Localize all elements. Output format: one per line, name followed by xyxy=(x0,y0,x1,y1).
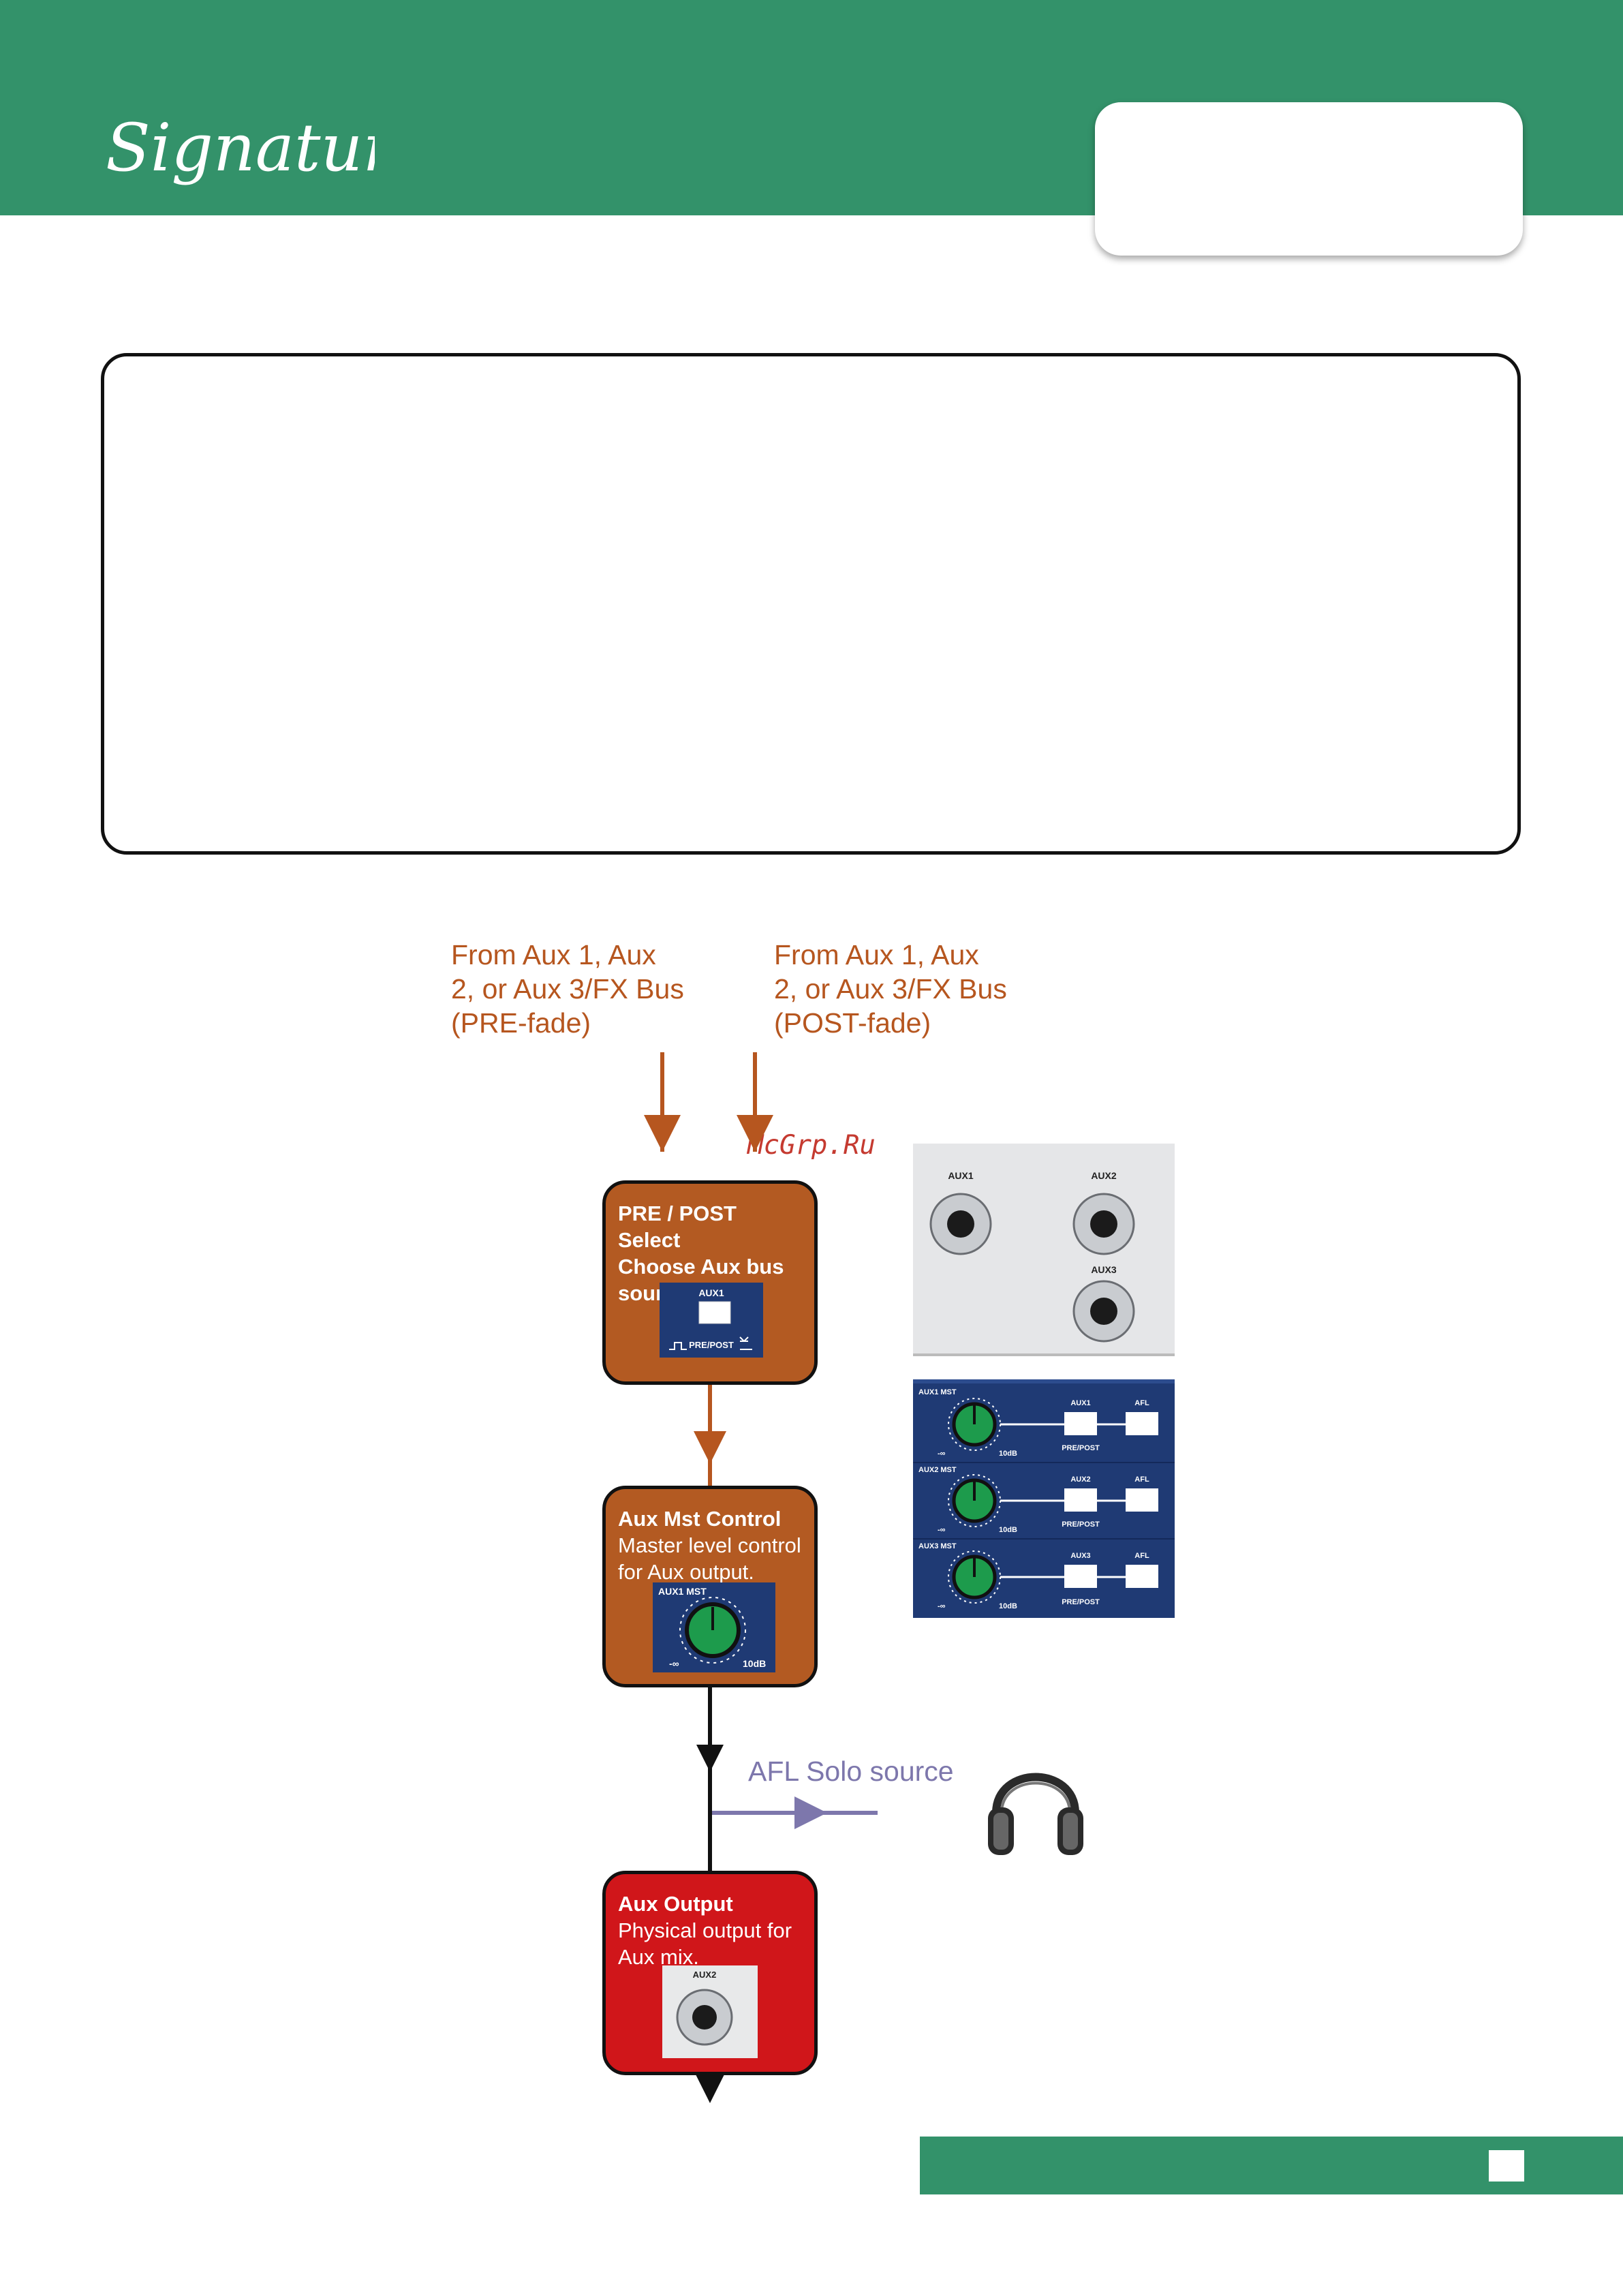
page-title-tab xyxy=(1095,102,1523,256)
aux3-pre-post-caption: PRE/POST xyxy=(1062,1598,1100,1606)
info-box xyxy=(101,353,1521,855)
jack-label-aux3: AUX3 xyxy=(1091,1264,1117,1275)
aux1-pre-post-caption: PRE/POST xyxy=(1062,1444,1100,1452)
aux-mst-knob-thumbnail: AUX1 MST -∞ 10dB xyxy=(653,1582,775,1672)
aux-master-row-2: AUX2 MST -∞ 10dB AUX2 AFL PRE/POST xyxy=(918,1466,1158,1534)
aux-output-jack-thumbnail: AUX2 xyxy=(662,1965,758,2058)
aux3-afl-label: AFL xyxy=(1134,1552,1149,1560)
aux2-mst-min: -∞ xyxy=(938,1526,946,1534)
aux-master-row-1: AUX1 MST -∞ 10dB AUX1 AFL PRE/POST xyxy=(918,1388,1158,1458)
aux2-mst-max: 10dB xyxy=(999,1526,1017,1534)
aux-mst-control-title: Aux Mst Control xyxy=(618,1507,782,1531)
aux1-mst-max: 10dB xyxy=(999,1450,1017,1458)
pre-fade-source-label: From Aux 1, Aux 2, or Aux 3/FX Bus (PRE-… xyxy=(451,939,684,1039)
aux1-afl-button xyxy=(1126,1412,1158,1435)
aux1-afl-label: AFL xyxy=(1134,1399,1149,1407)
aux3-mst-max: 10dB xyxy=(999,1602,1017,1610)
aux1-pre-post-button xyxy=(1064,1412,1097,1435)
aux1-mst-label: AUX1 MST xyxy=(918,1388,957,1396)
aux-jack-panel: AUX1 AUX2 AUX3 xyxy=(913,1144,1175,1356)
aux3-pre-post-button xyxy=(1064,1565,1097,1588)
post-fade-icon xyxy=(739,1336,752,1350)
aux-master-panel: AUX1 MST -∞ 10dB AUX1 AFL PRE/POST AUX2 … xyxy=(913,1379,1175,1618)
aux2-switch-label: AUX2 xyxy=(1070,1475,1090,1484)
aux-mst-control-desc: Master level control for Aux output. xyxy=(618,1533,801,1584)
pre-post-select-title: PRE / POST Select xyxy=(618,1201,737,1252)
aux-mst-knob-label: AUX1 MST xyxy=(658,1586,707,1597)
aux3-switch-label: AUX3 xyxy=(1070,1552,1090,1560)
aux2-mst-label: AUX2 MST xyxy=(918,1466,957,1474)
aux-output-jack-label: AUX2 xyxy=(693,1970,717,1980)
aux3-afl-button xyxy=(1126,1565,1158,1588)
signature-logo: Signature xyxy=(106,110,375,186)
aux2-afl-label: AFL xyxy=(1134,1475,1149,1484)
jack-label-aux1: AUX1 xyxy=(948,1170,974,1181)
aux-output-box: Aux Output Physical output for Aux mix. xyxy=(602,1871,818,2075)
post-fade-source-label: From Aux 1, Aux 2, or Aux 3/FX Bus (POST… xyxy=(774,939,1007,1039)
aux-mst-knob-min: -∞ xyxy=(669,1658,679,1669)
afl-solo-source-label: AFL Solo source xyxy=(748,1756,954,1787)
pre-post-switch-thumbnail: AUX1 PRE/POST xyxy=(660,1283,763,1358)
page-number-box xyxy=(1489,2150,1524,2182)
aux3-mst-min: -∞ xyxy=(938,1602,946,1610)
watermark: McGrp.Ru xyxy=(747,1130,876,1161)
aux1-mst-min: -∞ xyxy=(938,1450,946,1458)
headphones-icon xyxy=(988,1773,1083,1855)
svg-text:Signature: Signature xyxy=(106,110,375,186)
aux2-pre-post-button xyxy=(1064,1488,1097,1512)
jack-label-aux2: AUX2 xyxy=(1091,1170,1117,1181)
aux1-switch-label: AUX1 xyxy=(1070,1399,1090,1407)
pre-post-switch-label: AUX1 xyxy=(698,1287,724,1298)
aux-output-desc: Physical output for Aux mix. xyxy=(618,1918,792,1969)
aux-master-row-3: AUX3 MST -∞ 10dB AUX3 AFL PRE/POST xyxy=(918,1542,1158,1610)
aux-mst-knob-max: 10dB xyxy=(743,1658,766,1669)
pre-post-switch-caption: PRE/POST xyxy=(689,1340,734,1350)
aux2-afl-button xyxy=(1126,1488,1158,1512)
pre-fade-icon xyxy=(669,1342,687,1350)
aux3-mst-label: AUX3 MST xyxy=(918,1542,957,1550)
pre-post-switch-button xyxy=(698,1301,731,1324)
aux-output-title: Aux Output xyxy=(618,1892,733,1916)
aux2-pre-post-caption: PRE/POST xyxy=(1062,1520,1100,1529)
